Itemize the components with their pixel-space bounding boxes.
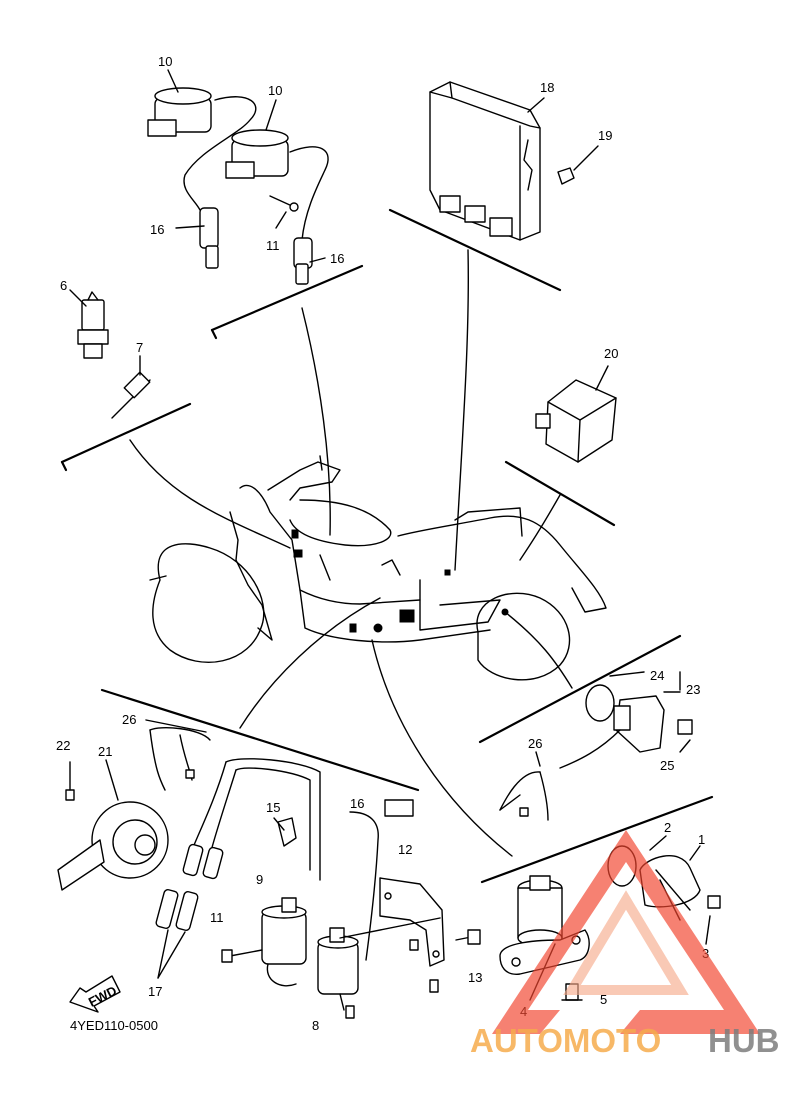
callout-19: 19 — [598, 128, 612, 143]
callout-7: 7 — [136, 340, 143, 355]
callout-14: 15 — [266, 800, 280, 815]
watermark-triangle-outer — [492, 830, 760, 1034]
callout-18: 18 — [540, 80, 554, 95]
callout-13: 13 — [468, 970, 482, 985]
callout-15: 16 — [350, 796, 364, 811]
fwd-arrow: FWD — [69, 975, 121, 1013]
callout-8: 8 — [312, 1018, 319, 1033]
fwd-label: FWD — [86, 983, 119, 1010]
leader-lines — [129, 249, 573, 857]
callout-2: 2 — [664, 820, 671, 835]
callout-20: 20 — [604, 346, 618, 361]
callout-11-top: 11 — [266, 238, 280, 253]
horn-coil-group — [57, 719, 481, 1019]
callout-10-top-left: 10 — [158, 54, 172, 69]
sensor-group-left — [69, 289, 151, 419]
automotohub-watermark: AUTOMOTO HUB — [470, 830, 780, 1059]
group-brackets — [60, 208, 714, 884]
callout-24: 24 — [650, 668, 664, 683]
drawing-code: 4YED110-0500 — [70, 1018, 158, 1033]
callout-10-top-right: 10 — [268, 83, 282, 98]
relay-group — [535, 365, 617, 463]
watermark-text-hub: HUB — [708, 1022, 780, 1059]
speed-sensor-group — [499, 671, 693, 821]
callout-22: 22 — [56, 738, 70, 753]
callout-17: 17 — [148, 984, 162, 999]
callout-26-right: 26 — [528, 736, 542, 751]
callout-25: 25 — [660, 758, 674, 773]
ecu-group — [429, 81, 599, 241]
callout-9: 9 — [256, 872, 263, 887]
motorcycle-outline — [149, 455, 607, 681]
callout-6: 6 — [60, 278, 67, 293]
callout-16-right: 16 — [330, 251, 344, 266]
callout-5: 5 — [600, 992, 607, 1007]
watermark-triangle-inner — [563, 890, 689, 995]
callout-12: 12 — [398, 842, 412, 857]
callout-16-left: 16 — [150, 222, 164, 237]
callout-21: 21 — [98, 744, 112, 759]
watermark-text-automoto: AUTOMOTO — [470, 1022, 661, 1059]
callout-26-left: 26 — [122, 712, 136, 727]
callout-1: 1 — [698, 832, 705, 847]
ignition-coil-group-top — [147, 69, 329, 285]
callout-23: 23 — [686, 682, 700, 697]
callout-labels: 10 10 16 11 16 6 7 18 19 20 26 22 21 15 … — [56, 54, 709, 1033]
callout-11-bottom: 11 — [210, 910, 224, 925]
